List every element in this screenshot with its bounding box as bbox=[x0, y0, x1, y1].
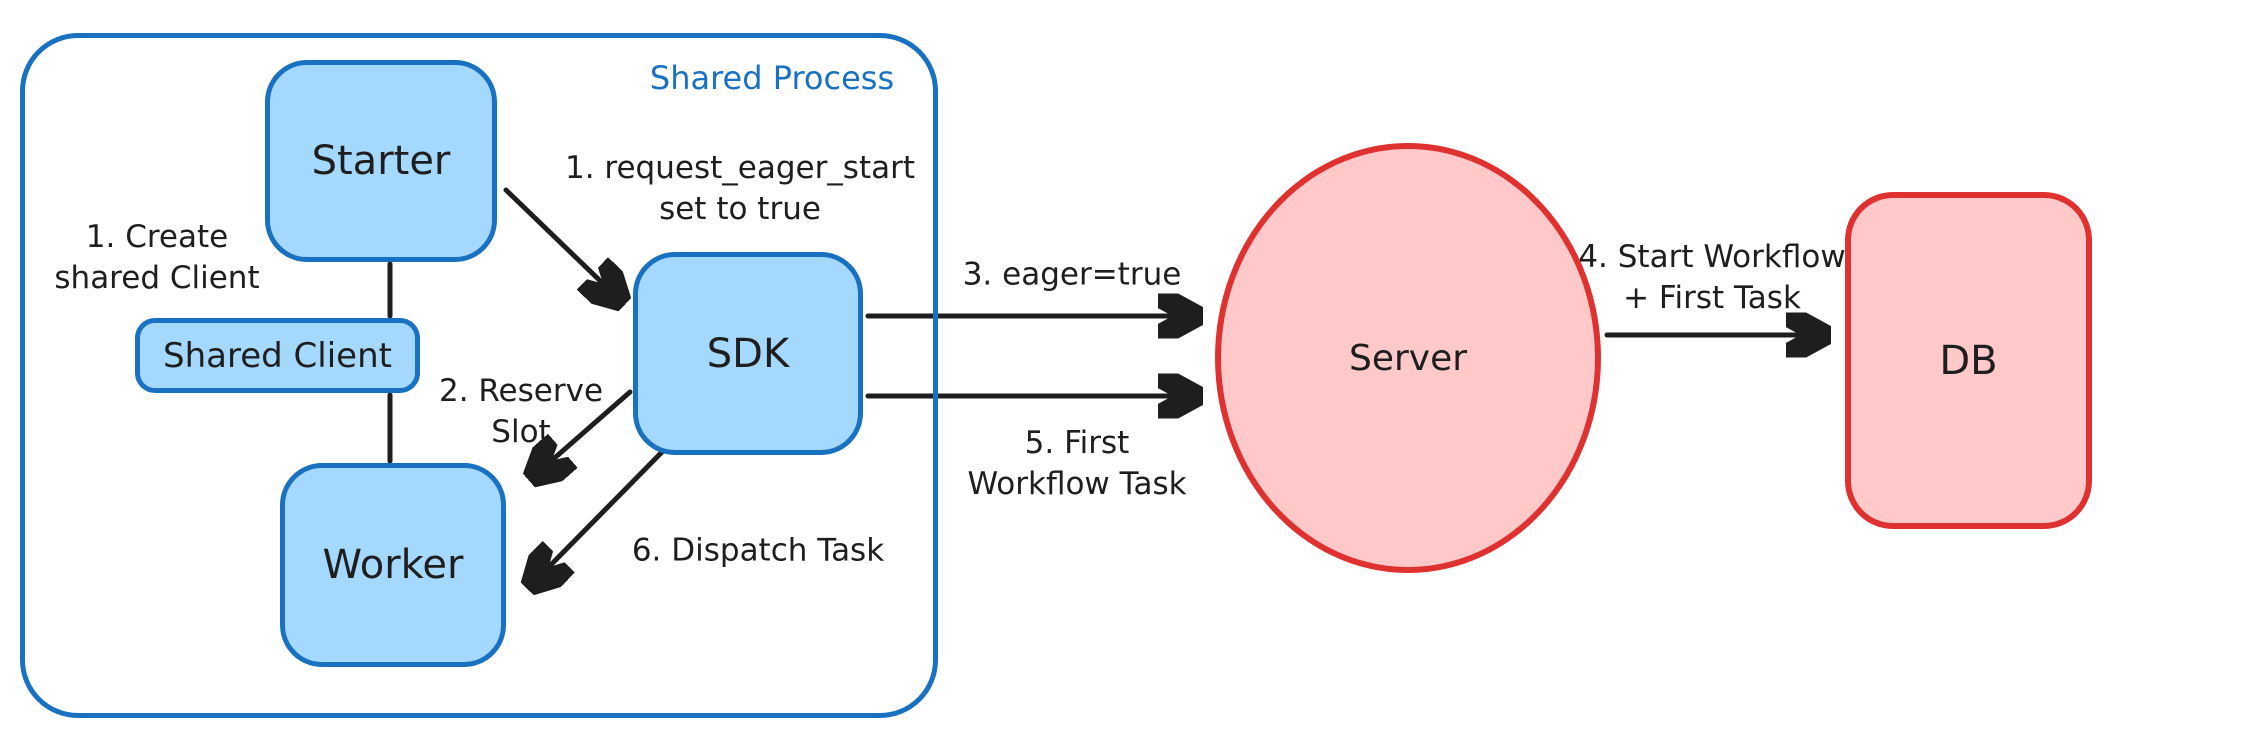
worker-node: Worker bbox=[280, 463, 506, 667]
sdk-node: SDK bbox=[633, 252, 863, 455]
label-create-shared-client: 1. Create shared Client bbox=[54, 219, 260, 296]
label-request-eager-start: 1. request_eager_start set to true bbox=[564, 150, 916, 227]
label-reserve-slot: 2. Reserve Slot bbox=[438, 373, 604, 450]
shared-client-node: Shared Client bbox=[135, 318, 420, 393]
shared-process-container bbox=[20, 33, 938, 718]
label-dispatch-task: 6. Dispatch Task bbox=[631, 532, 885, 569]
label-start-workflow-first-task: 4. Start Workflow + First Task bbox=[1578, 239, 1846, 316]
server-node: Server bbox=[1215, 143, 1601, 573]
shared-process-title: Shared Process bbox=[649, 59, 895, 97]
db-node: DB bbox=[1845, 192, 2092, 529]
starter-node: Starter bbox=[265, 60, 497, 262]
label-first-workflow-task: 5. First Workflow Task bbox=[967, 425, 1187, 502]
label-eager-true: 3. eager=true bbox=[962, 256, 1182, 293]
